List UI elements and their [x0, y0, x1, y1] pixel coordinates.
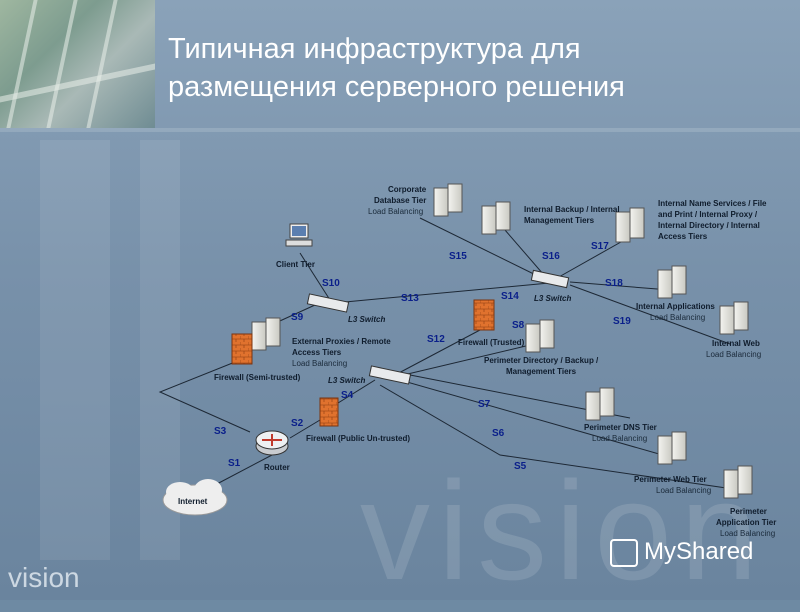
name-services-label-4: Access Tiers: [658, 232, 708, 241]
switch-label: L3 Switch: [328, 376, 365, 385]
segment-label-s17: S17: [591, 241, 609, 252]
segment-label-s4: S4: [341, 390, 354, 401]
line-s13: [345, 282, 560, 302]
name-services-label: Internal Name Services / File: [658, 199, 767, 208]
segment-label-s6: S6: [492, 428, 505, 439]
server-icon: [586, 388, 614, 420]
client-tier-label: Client Tier: [276, 260, 315, 269]
ext-proxies-sub: Load Balancing: [292, 359, 347, 368]
router-icon: [256, 431, 288, 455]
myshared-logo[interactable]: MyShared: [610, 538, 753, 567]
myshared-logo-icon: [610, 539, 638, 567]
server-icon: [658, 266, 686, 298]
perimeter-dir-label-2: Management Tiers: [506, 367, 577, 376]
segment-label-s10: S10: [322, 278, 340, 289]
db-tier-label: Corporate: [388, 185, 427, 194]
db-tier-sub: Load Balancing: [368, 207, 423, 216]
perimeter-dir-label: Perimeter Directory / Backup /: [484, 356, 599, 365]
internal-apps-label: Internal Applications: [636, 302, 715, 311]
segment-label-s18: S18: [605, 278, 623, 289]
line-semi-left: [160, 360, 250, 432]
router-label: Router: [264, 463, 290, 472]
segment-label-s8: S8: [512, 320, 525, 331]
backup-tier-label-2: Management Tiers: [524, 216, 595, 225]
internal-web-label: Internal Web: [712, 339, 760, 348]
internet-label: Internet: [178, 497, 208, 506]
segment-label-s12: S12: [427, 334, 445, 345]
segment-label-s19: S19: [613, 316, 631, 327]
firewall-trusted-label: Firewall (Trusted): [458, 338, 525, 347]
l3-switch-icon: [531, 270, 568, 287]
client-computer-icon: [286, 224, 312, 246]
ext-proxies-label-2: Access Tiers: [292, 348, 342, 357]
internal-apps-sub: Load Balancing: [650, 313, 705, 322]
server-icon: [482, 202, 510, 234]
server-icon: [526, 320, 554, 352]
perimeter-web-label: Perimeter Web Tier: [634, 475, 707, 484]
segment-label-s9: S9: [291, 312, 304, 323]
switch-label: L3 Switch: [534, 294, 571, 303]
l3-switch-icon: [369, 366, 410, 384]
segment-label-s15: S15: [449, 251, 467, 262]
segment-label-s7: S7: [478, 399, 491, 410]
server-icon: [724, 466, 752, 498]
line-s6: [400, 380, 680, 460]
segment-label-s13: S13: [401, 293, 419, 304]
switch-label: L3 Switch: [348, 315, 385, 324]
segment-label-s5: S5: [514, 461, 527, 472]
server-icon: [720, 302, 748, 334]
segment-label-s14: S14: [501, 291, 519, 302]
segment-label-s3: S3: [214, 426, 227, 437]
db-tier-label-2: Database Tier: [374, 196, 426, 205]
server-icon: [252, 318, 280, 350]
logo-text: MyShared: [644, 538, 753, 565]
line-names: [550, 238, 628, 282]
server-icon: [616, 208, 644, 242]
firewall-trusted-icon: [474, 300, 494, 330]
perimeter-app-sub: Load Balancing: [720, 529, 775, 538]
firewall-semi-icon: [232, 334, 252, 364]
name-services-label-2: and Print / Internal Proxy /: [658, 210, 758, 219]
server-icon: [658, 432, 686, 464]
firewall-semi-label: Firewall (Semi-trusted): [214, 373, 301, 382]
segment-label-s1: S1: [228, 458, 241, 469]
firewall-public-icon: [320, 398, 338, 426]
backup-tier-label: Internal Backup / Internal: [524, 205, 620, 214]
firewall-public-label: Firewall (Public Un-trusted): [306, 434, 410, 443]
segment-label-s16: S16: [542, 251, 560, 262]
segment-label-s2: S2: [291, 418, 304, 429]
perimeter-web-sub: Load Balancing: [656, 486, 711, 495]
perimeter-app-label: Perimeter: [730, 507, 767, 516]
perimeter-dns-sub: Load Balancing: [592, 434, 647, 443]
perimeter-app-label-2: Application Tier: [716, 518, 776, 527]
internal-web-sub: Load Balancing: [706, 350, 761, 359]
ext-proxies-label: External Proxies / Remote: [292, 337, 391, 346]
server-icon: [434, 184, 462, 216]
perimeter-dns-label: Perimeter DNS Tier: [584, 423, 657, 432]
name-services-label-3: Internal Directory / Internal: [658, 221, 760, 230]
